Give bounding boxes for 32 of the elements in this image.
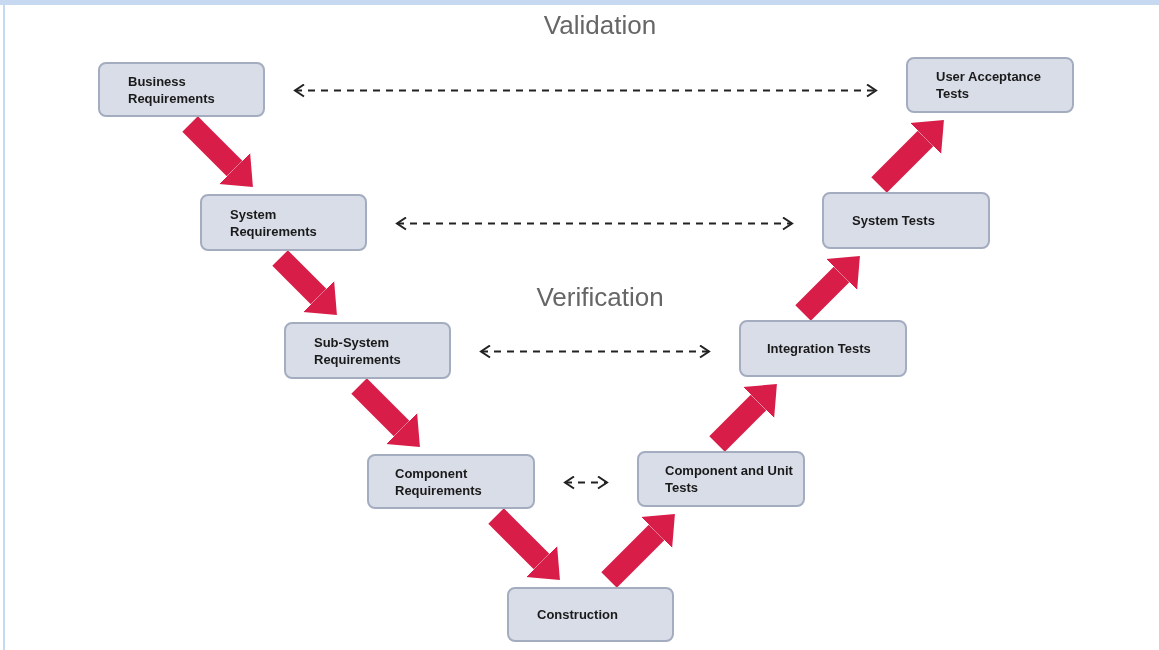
box-label: System Tests <box>852 212 936 229</box>
process-box <box>98 62 265 117</box>
dashed-arrow <box>294 83 877 98</box>
phase-label: Validation <box>542 9 658 42</box>
process-box <box>637 451 805 507</box>
box-label: Business Requirements <box>128 72 216 107</box>
block-arrow <box>871 120 944 193</box>
block-arrow <box>709 384 777 452</box>
block-arrow <box>601 514 675 588</box>
block-arrow <box>182 116 253 187</box>
process-box <box>367 454 535 509</box>
block-arrow <box>795 256 860 321</box>
process-box <box>507 587 674 642</box>
box-label: Sub-System Requirements <box>314 333 402 368</box>
dashed-arrow <box>396 216 793 231</box>
box-label: System Requirements <box>230 205 318 240</box>
box-label: Component Requirements <box>395 464 483 499</box>
block-arrow <box>272 250 337 315</box>
process-box <box>822 192 990 249</box>
block-arrow <box>488 508 560 580</box>
process-box <box>739 320 907 377</box>
process-box <box>906 57 1074 113</box>
dashed-arrow <box>480 344 710 359</box>
dashed-arrow <box>564 475 608 490</box>
box-label: User Acceptance Tests <box>936 68 1042 102</box>
process-box <box>284 322 451 379</box>
box-label: Construction <box>537 606 619 623</box>
box-label: Integration Tests <box>767 340 872 357</box>
phase-label: Verification <box>535 281 665 314</box>
box-label: Component and Unit Tests <box>665 462 794 496</box>
process-box <box>200 194 367 251</box>
block-arrow <box>351 378 420 447</box>
